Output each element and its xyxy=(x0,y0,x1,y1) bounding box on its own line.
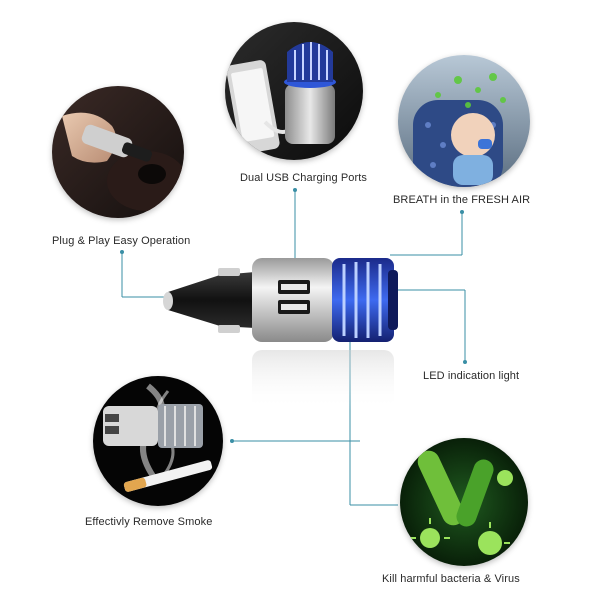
remove-smoke-label: Effectivly Remove Smoke xyxy=(85,516,213,528)
led-label: LED indication light xyxy=(423,370,520,382)
fresh-air-label: BREATH in the FRESH AIR xyxy=(393,194,531,206)
plug-play-label: Plug & Play Easy Operation xyxy=(52,235,191,247)
smoke-photo xyxy=(93,376,223,506)
kill-bacteria-label: Kill harmful bacteria & Virus xyxy=(382,573,520,585)
fresh-air-photo xyxy=(398,55,530,187)
bacteria-virus-icon xyxy=(400,438,528,566)
plug-play-photo xyxy=(52,86,184,218)
car-charger-ionizer-image xyxy=(163,258,398,410)
hand-plugging-charger-icon xyxy=(52,86,184,218)
charger-with-phone-cable-icon xyxy=(225,22,363,160)
usb-charging-photo xyxy=(225,22,363,160)
cigarette-smoke-icon xyxy=(93,376,223,506)
car-charger-ionizer xyxy=(160,230,410,430)
usb-ports-label: Dual USB Charging Ports xyxy=(240,172,368,184)
bacteria-photo xyxy=(400,438,528,566)
baby-in-car-seat-icon xyxy=(398,55,530,187)
